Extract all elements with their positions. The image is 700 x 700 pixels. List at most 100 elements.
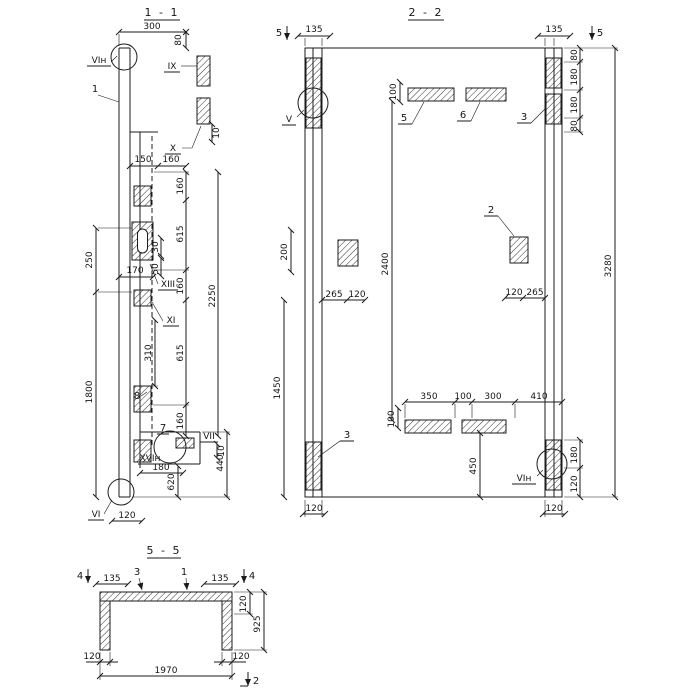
- dim-label: 100: [454, 392, 471, 402]
- dim-label: 180: [152, 463, 169, 473]
- detail-label: X: [170, 144, 176, 154]
- dim-label: 615: [176, 344, 186, 361]
- detail-label: VI: [92, 510, 101, 520]
- part-number: 5: [401, 113, 407, 124]
- channel-profile: [99, 591, 233, 651]
- dim-label: 310: [144, 344, 154, 361]
- embedded-plate: [196, 55, 211, 87]
- section-marker-2: 2: [240, 672, 259, 687]
- dim-label: 180: [570, 96, 580, 113]
- dim-label: 100: [389, 83, 399, 100]
- dim-label: 1970: [155, 666, 178, 676]
- dim-label: 265: [325, 290, 342, 300]
- dim-label: 160: [176, 177, 186, 194]
- dim-label: 1800: [85, 380, 95, 403]
- section-marker-5-right: 5: [589, 26, 603, 40]
- dim-label: 1450: [273, 376, 283, 399]
- detail-circle: [297, 87, 329, 119]
- section-marker-label: 5: [597, 28, 603, 39]
- dim-label: 2400: [381, 252, 391, 275]
- dim-label: 120: [348, 290, 365, 300]
- dim-label: 160: [176, 277, 186, 294]
- section-marker-label: 4: [77, 571, 83, 582]
- detail-label: IX: [168, 62, 177, 72]
- dimensions-1-1: 300 80 10 150 160 250 1800: [85, 22, 231, 525]
- dim-label: 350: [420, 392, 437, 402]
- embedded-plate: [465, 87, 507, 102]
- dim-label: 30: [151, 241, 161, 253]
- section-marker-5-left: 5: [276, 26, 290, 40]
- embedded-plate: [133, 185, 152, 207]
- section-marker-label: 4: [249, 571, 255, 582]
- dim-label: 10: [212, 127, 222, 139]
- detail-label: VIн: [92, 56, 107, 66]
- dim-label: 3280: [604, 254, 614, 277]
- dimensions-5-5: 135 135 120 925 120 120 1970: [83, 574, 268, 680]
- dim-label: 50: [151, 263, 161, 275]
- detail-label: V: [286, 115, 293, 125]
- section-title: 2 - 2: [409, 6, 444, 19]
- detail-label: XI: [167, 316, 176, 326]
- part-number: 3: [521, 112, 527, 123]
- dimensions-2-2: 135 135 80 180 180 80 100 200: [273, 25, 619, 518]
- embedded-plate: [509, 236, 529, 264]
- dim-label: 150: [134, 155, 151, 165]
- dim-label: 160: [162, 155, 179, 165]
- dim-label: 120: [570, 475, 580, 492]
- dim-label: 265: [526, 288, 543, 298]
- dim-label: 120: [305, 504, 322, 514]
- dim-label: 80: [570, 120, 580, 132]
- part-number: 3: [344, 430, 350, 441]
- part-number: 1: [181, 567, 187, 578]
- dim-label: 250: [85, 251, 95, 268]
- embedded-plate: [133, 439, 152, 463]
- part-number: 6: [460, 110, 466, 121]
- detail-circle: [536, 448, 568, 480]
- section-marker-label: 2: [253, 676, 259, 687]
- embedded-plate: [545, 57, 562, 89]
- dim-label: 80: [174, 34, 184, 46]
- dim-label: 2250: [208, 284, 218, 307]
- section-marker-label: 5: [276, 28, 282, 39]
- section-marker-4-right: 4: [241, 569, 255, 583]
- detail-circle: [153, 430, 187, 464]
- dim-label: 80: [570, 49, 580, 61]
- dim-label: 160: [176, 412, 186, 429]
- section-2-2: 2 - 2 V VIн 5: [273, 6, 619, 518]
- dim-label: 120: [505, 288, 522, 298]
- dim-label: 170: [126, 266, 143, 276]
- embedded-plate: [133, 289, 152, 307]
- dim-label: 135: [103, 574, 120, 584]
- dim-label: 10: [217, 445, 227, 457]
- dim-label: 440: [216, 454, 226, 471]
- embedded-plate: [461, 419, 507, 434]
- part-number: 3: [134, 567, 140, 578]
- embedded-plate: [407, 87, 455, 102]
- part-number: 8: [134, 391, 140, 402]
- section-1-1: 1 - 1 VIн: [85, 6, 231, 525]
- dim-label: 135: [211, 574, 228, 584]
- detail-label: XIII: [161, 280, 175, 290]
- embedded-plate: [337, 239, 359, 267]
- embedded-plate: [196, 97, 211, 125]
- dim-label: 925: [253, 615, 263, 632]
- dim-label: 180: [570, 446, 580, 463]
- detail-label: XVIн: [140, 454, 161, 464]
- section-title: 1 - 1: [145, 6, 180, 19]
- dim-label: 450: [469, 457, 479, 474]
- dim-label: 120: [118, 511, 135, 521]
- embedded-plate: [545, 93, 562, 125]
- dim-label: 410: [530, 392, 547, 402]
- embedded-plate: [305, 441, 322, 491]
- dim-label: 300: [484, 392, 501, 402]
- embedded-plate: [545, 439, 562, 491]
- dim-label: 200: [280, 243, 290, 260]
- dim-label: 620: [167, 473, 177, 490]
- part-number: 1: [92, 84, 98, 95]
- section-title: 5 - 5: [147, 544, 182, 557]
- detail-label: VIн: [517, 474, 532, 484]
- dim-label: 120: [83, 652, 100, 662]
- section-marker-4-left: 4: [77, 569, 91, 583]
